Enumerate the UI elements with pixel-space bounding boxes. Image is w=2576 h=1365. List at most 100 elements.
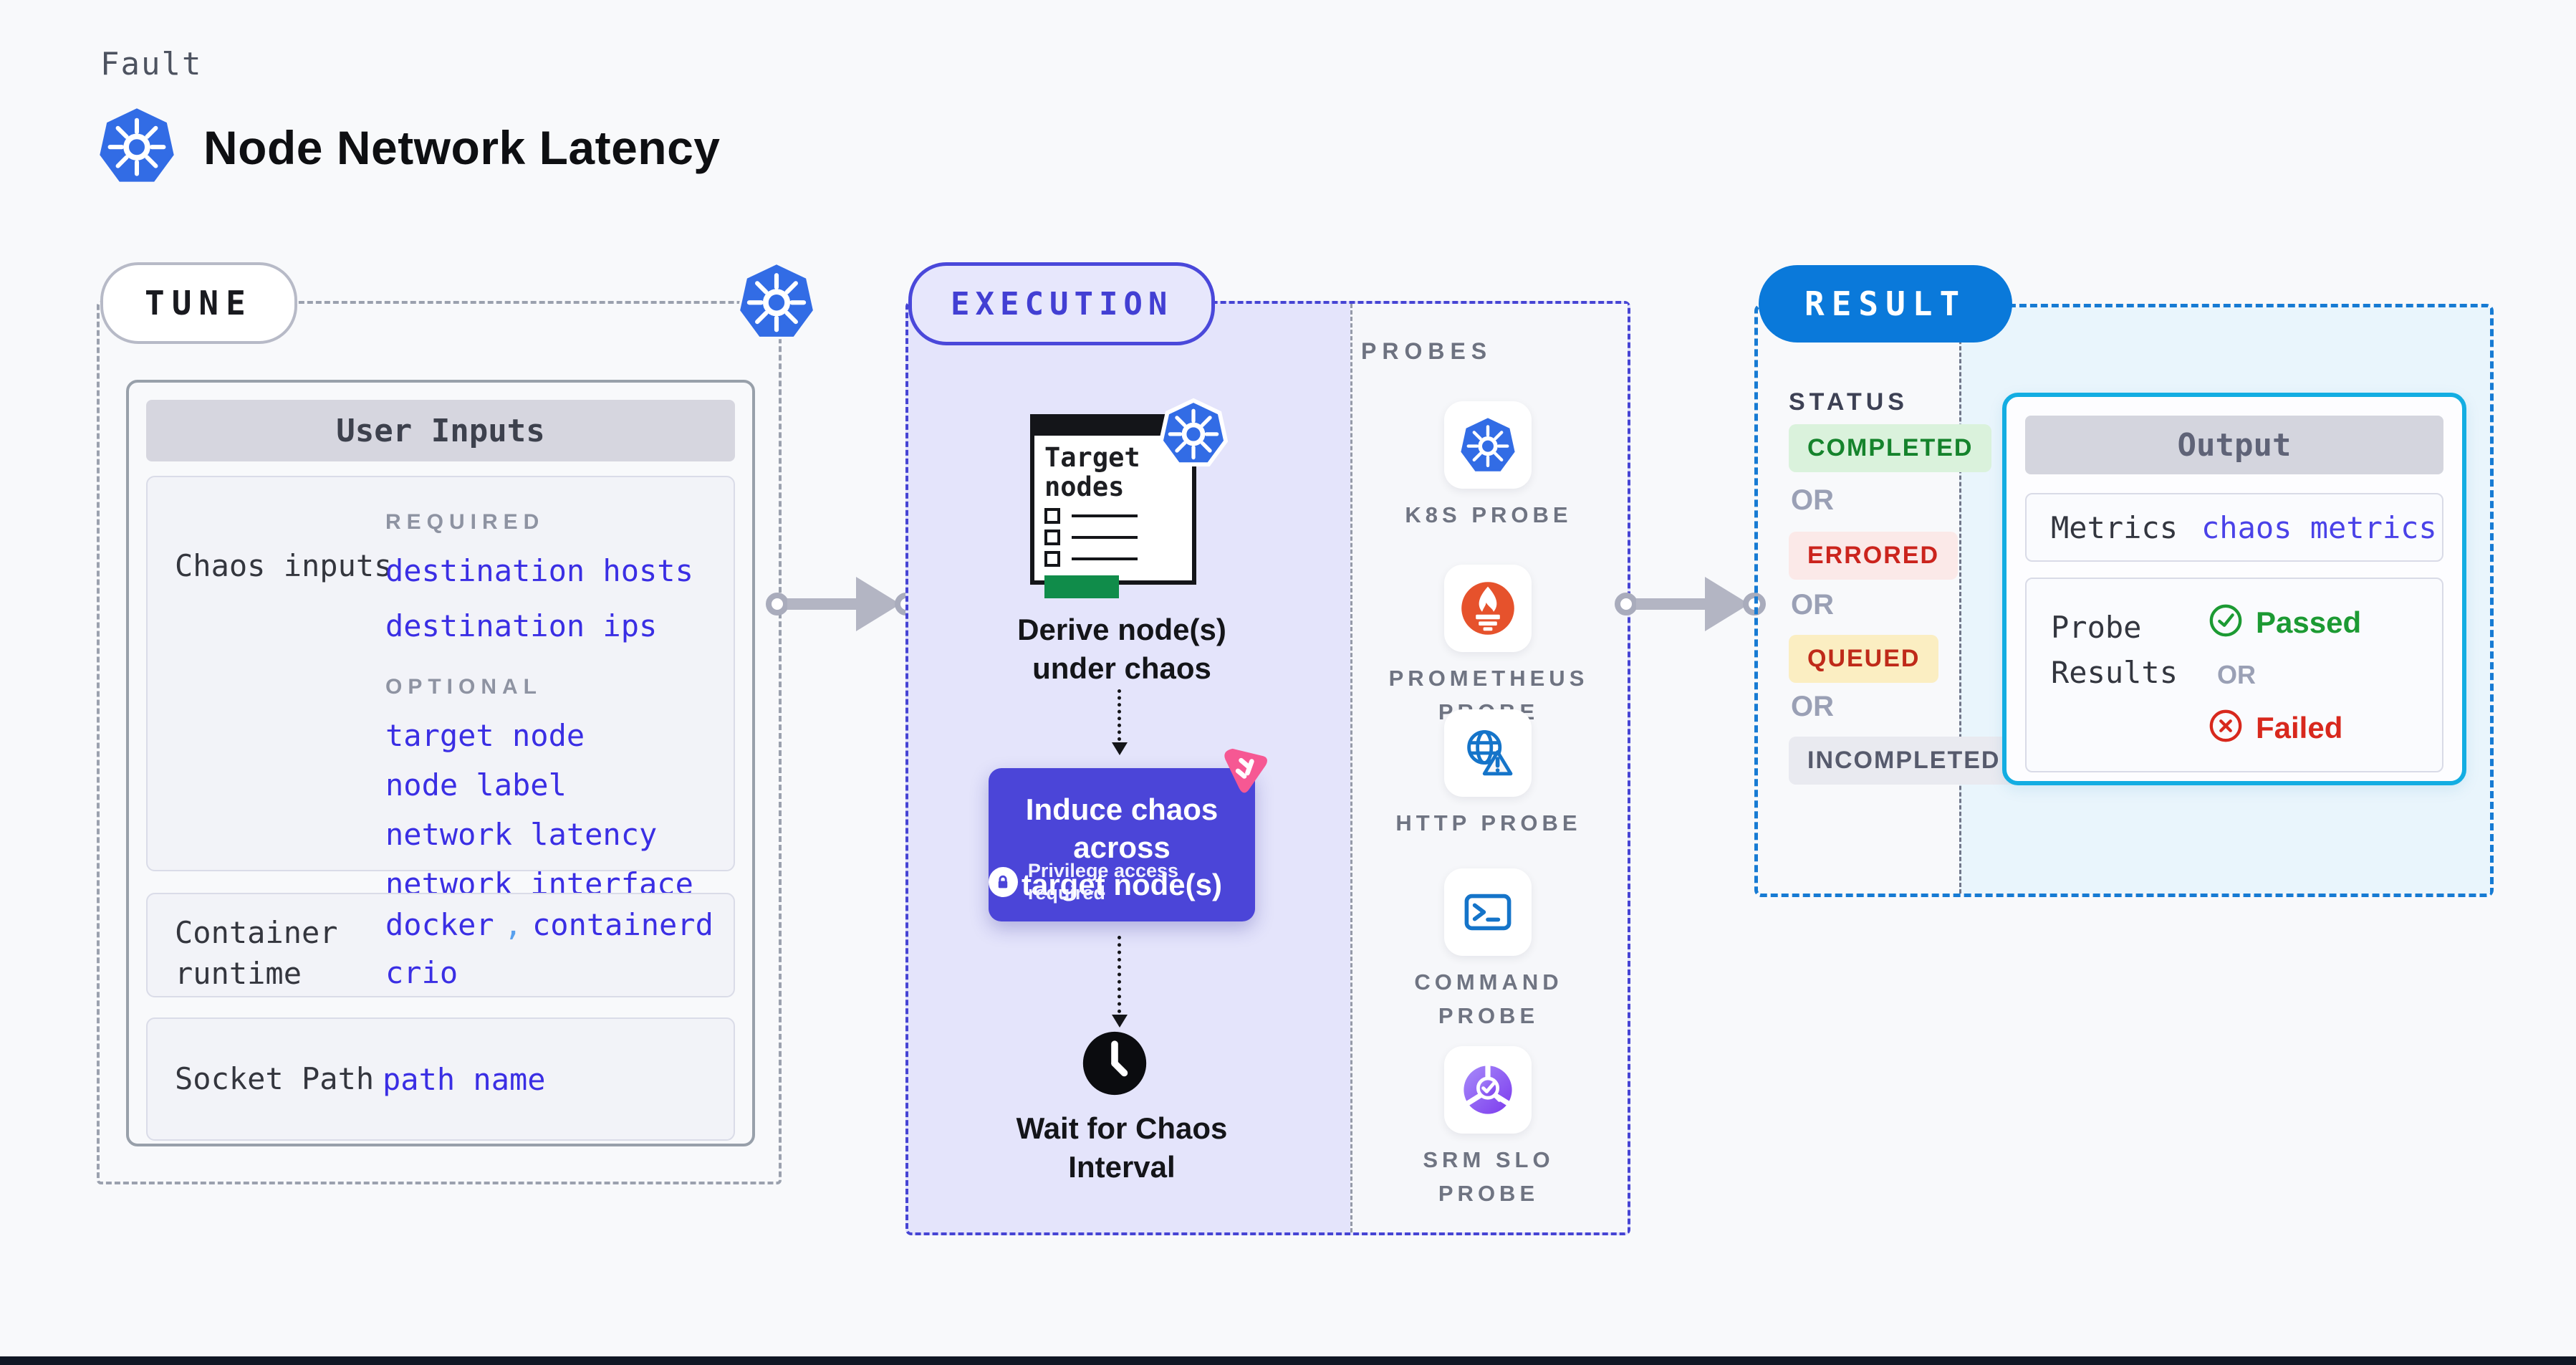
probes-label: PROBES <box>1361 338 1493 364</box>
optional-label: OPTIONAL <box>385 675 542 699</box>
user-inputs-card: User Inputs Chaos inputs REQUIRED destin… <box>126 380 755 1146</box>
runtime-value: docker <box>385 907 494 942</box>
probe-results-values: Passed OR Failed <box>2209 603 2361 771</box>
or-separator: OR <box>1791 484 1834 516</box>
checkbox-icon <box>1044 507 1060 524</box>
node-row <box>1044 550 1182 567</box>
k8s-probe-icon <box>1444 401 1532 489</box>
node-row <box>1044 507 1182 524</box>
passed-row: Passed <box>2209 603 2361 641</box>
arrow-head <box>1705 577 1749 631</box>
checkbox-icon <box>1044 550 1060 567</box>
target-nodes-title: Target nodes <box>1044 442 1140 503</box>
runtime-value: crio <box>385 955 458 990</box>
progress-bar <box>1044 575 1119 598</box>
metrics-label: Metrics <box>2051 509 2178 545</box>
bottom-window-edge <box>0 1356 2576 1365</box>
privilege-row: Privilege access required <box>989 860 1255 904</box>
srm-slo-probe-icon <box>1444 1046 1532 1134</box>
socket-path-box: Socket Path path name <box>146 1017 735 1141</box>
kubernetes-icon <box>736 259 817 346</box>
probe-results-label: Probe Results <box>2051 610 2178 690</box>
kubernetes-icon <box>97 105 176 190</box>
induce-chaos-box: Induce chaos across target node(s) Privi… <box>989 768 1255 921</box>
container-runtime-values: docker, containerd crio <box>385 907 713 990</box>
optional-item: network latency <box>385 817 658 852</box>
probe-label: HTTP PROBE <box>1395 810 1582 835</box>
node-row <box>1044 529 1182 545</box>
socket-path-label: Socket Path <box>175 1060 375 1096</box>
window-body: Target nodes <box>1034 436 1192 598</box>
output-card: Output Metrics chaos metrics Probe Resul… <box>2002 393 2466 785</box>
tune-section-box <box>97 301 782 1184</box>
checkbox-icon <box>1044 529 1060 545</box>
x-circle-icon <box>2209 709 2243 747</box>
metrics-row: Metrics chaos metrics <box>2025 493 2443 562</box>
litmus-chaos-icon <box>1218 742 1271 799</box>
chaos-inputs-box: Chaos inputs REQUIRED destination hosts … <box>146 476 735 901</box>
arrow-head <box>856 577 900 631</box>
fault-kicker: Fault <box>100 46 203 82</box>
connector-dot <box>766 593 789 616</box>
tune-pill: TUNE <box>100 262 297 344</box>
failed-row: Failed <box>2209 709 2361 747</box>
check-circle-icon <box>2209 603 2243 641</box>
derive-nodes-label: Derive node(s) under chaos <box>1017 613 1226 685</box>
probe-label: K8S PROBE <box>1405 502 1572 527</box>
container-runtime-box: Container runtime docker, containerd crio <box>146 893 735 997</box>
kubernetes-icon <box>1158 397 1229 472</box>
user-inputs-header: User Inputs <box>146 400 735 461</box>
probe-label: SRM SLO PROBE <box>1423 1147 1554 1206</box>
flow-arrow <box>1615 575 1766 633</box>
connector-dot <box>1615 593 1638 616</box>
or-separator: OR <box>1791 691 1834 722</box>
result-pill: RESULT <box>1759 265 2013 343</box>
http-probe-icon <box>1444 709 1532 797</box>
failed-label: Failed <box>2256 710 2343 744</box>
required-label: REQUIRED <box>385 510 545 534</box>
prometheus-probe-icon <box>1444 565 1532 652</box>
page-title-row: Node Network Latency <box>97 105 721 190</box>
or-separator: OR <box>1791 589 1834 621</box>
page-title: Node Network Latency <box>203 120 721 174</box>
passed-label: Passed <box>2256 605 2362 639</box>
induce-chaos-label: Induce chaos across target node(s) <box>1021 792 1222 901</box>
flow-arrow <box>766 575 918 633</box>
or-separator: OR <box>2217 660 2256 689</box>
wait-chaos-label: Wait for Chaos Interval <box>1016 1111 1228 1184</box>
chaos-inputs-label: Chaos inputs <box>175 548 393 583</box>
output-header: Output <box>2025 416 2443 474</box>
node-line <box>1072 535 1138 539</box>
required-item: destination hosts <box>385 553 693 588</box>
chaos-inputs-values: REQUIRED destination hosts destination i… <box>385 510 693 901</box>
arrow-shaft <box>787 598 860 610</box>
dotted-connector <box>1118 689 1121 741</box>
arrow-tip <box>1112 742 1128 755</box>
node-line <box>1072 557 1138 560</box>
probe-results-row: Probe Results Passed OR <box>2025 578 2443 772</box>
probe-label: COMMAND PROBE <box>1414 969 1563 1028</box>
metrics-value: chaos metrics <box>2201 509 2437 545</box>
status-badge-errored: ERRORED <box>1789 532 1959 580</box>
arrow-shaft <box>1636 598 1709 610</box>
dotted-connector <box>1118 936 1121 1013</box>
optional-item: node label <box>385 767 567 803</box>
node-line <box>1072 514 1138 517</box>
socket-path-value: path name <box>383 1061 546 1097</box>
privilege-label: Privilege access required <box>1027 860 1179 904</box>
runtime-value: containerd <box>532 907 713 942</box>
required-item: destination ips <box>385 608 658 643</box>
status-badge-completed: COMPLETED <box>1789 424 1992 472</box>
status-badge-queued: QUEUED <box>1789 635 1939 683</box>
arrow-tip <box>1112 1015 1128 1028</box>
clock-icon <box>1080 1029 1149 1101</box>
optional-item: target node <box>385 718 585 753</box>
command-probe-icon <box>1444 868 1532 956</box>
runtime-separator: , <box>504 907 523 942</box>
execution-pill: EXECUTION <box>908 262 1216 345</box>
lock-icon <box>989 867 1018 897</box>
status-badge-incompleted: INCOMPLETED <box>1789 737 2019 785</box>
container-runtime-label: Container runtime <box>175 915 338 991</box>
target-nodes-window: Target nodes <box>1030 414 1196 598</box>
